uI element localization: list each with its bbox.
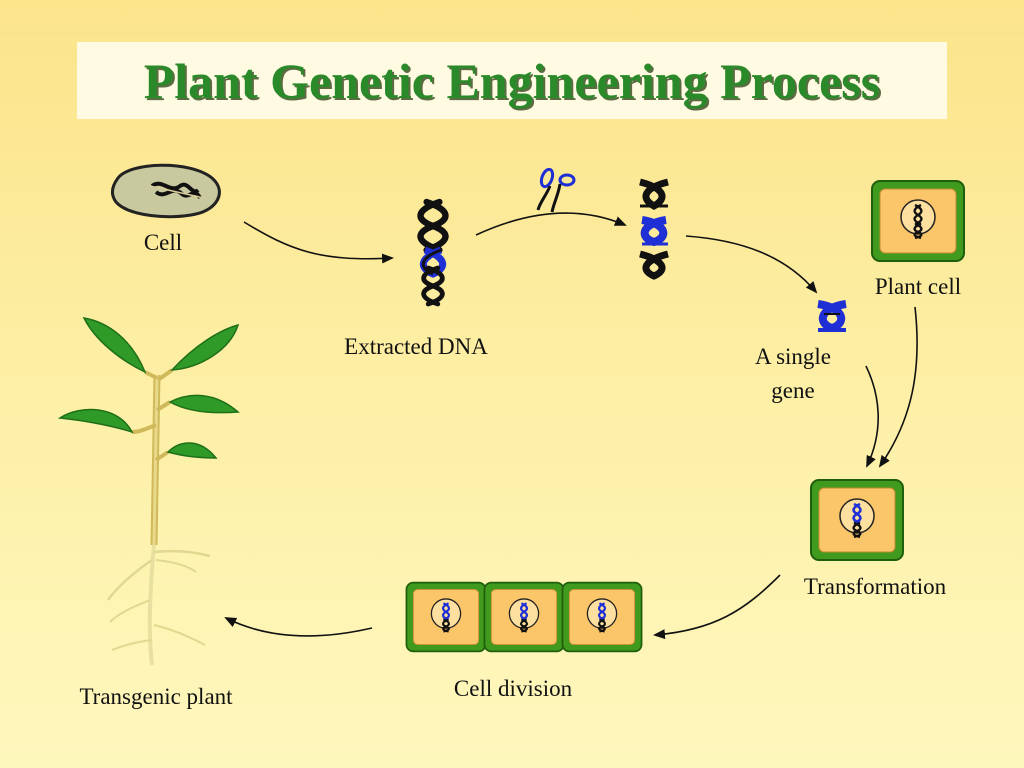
label-extracted-dna: Extracted DNA (344, 334, 488, 359)
label-cell-division: Cell division (453, 676, 573, 701)
transformed-cell-icon (809, 478, 905, 562)
label-transformation: Transformation (803, 574, 947, 599)
page-title: Plant Genetic Engineering Process (143, 52, 881, 109)
divided-cell-3-icon (561, 581, 643, 653)
label-transgenic-plant: Transgenic plant (79, 684, 233, 709)
single-gene-icon (817, 300, 847, 333)
extracted-dna-icon (421, 202, 446, 304)
arrow-cell-to-dna (243, 221, 394, 264)
arrow-dna-to-cut (475, 212, 627, 236)
label-single-gene-line1: A single (754, 344, 832, 369)
label-plant-cell: Plant cell (874, 274, 962, 299)
arrow-cut-to-gene (685, 235, 818, 294)
arrow-division-to-plant (224, 617, 373, 637)
plant-cell-icon (870, 179, 966, 263)
label-single-gene-line2: gene (771, 378, 815, 403)
divided-cell-1-icon (405, 581, 487, 653)
label-cell: Cell (143, 230, 183, 255)
scissors-icon (536, 167, 576, 213)
divided-cell-2-icon (483, 581, 565, 653)
title-box: Plant Genetic Engineering Process (77, 42, 947, 119)
arrow-transformation-to-division (653, 574, 781, 640)
arrow-gene-to-transformation (865, 365, 879, 468)
seedling-icon (57, 317, 240, 666)
arrow-plantcell-to-transformation (878, 306, 918, 468)
source-cell-icon (110, 163, 221, 219)
cut-dna-icon (639, 178, 669, 280)
